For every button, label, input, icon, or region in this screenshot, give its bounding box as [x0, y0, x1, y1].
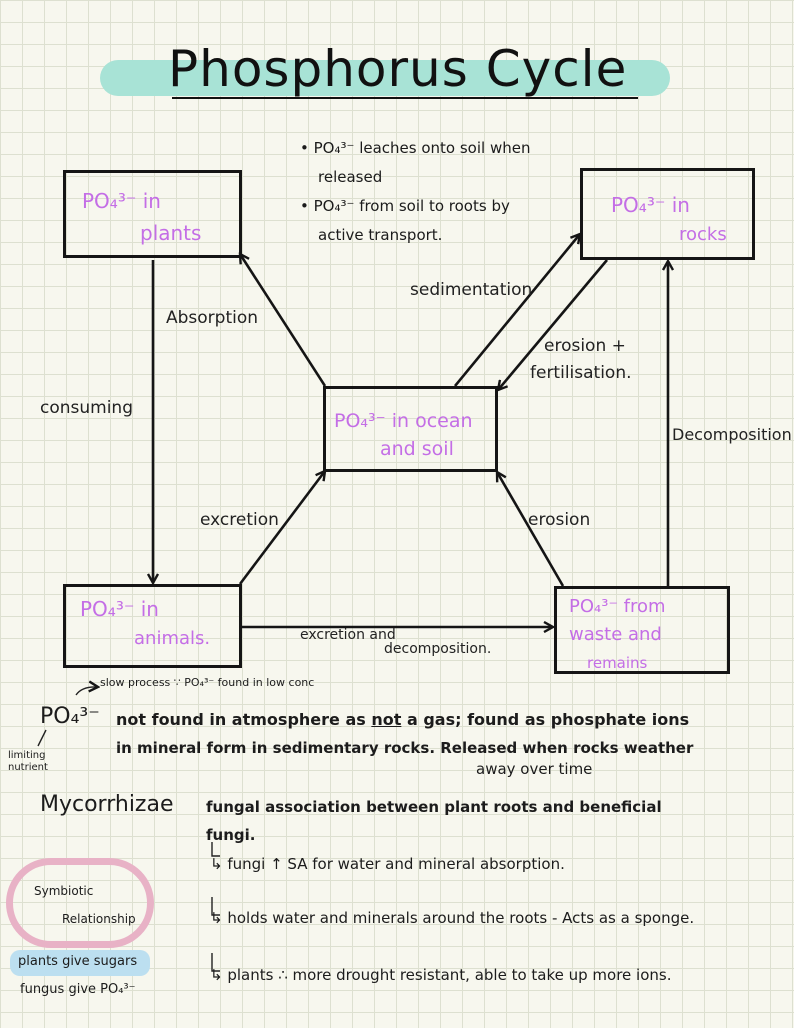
note-not: not	[371, 710, 402, 729]
label-relationship: Relationship	[62, 912, 136, 926]
myco-definition-2: fungi.	[206, 826, 256, 844]
box-waste-line1: PO₄³⁻ from	[569, 596, 666, 617]
box-plants-line1: PO₄³⁻ in	[82, 189, 161, 213]
label-erosion-fert-2: fertilisation.	[530, 363, 632, 383]
note-line-1: not found in atmosphere as not a gas; fo…	[116, 710, 689, 729]
note-po4: PO₄³⁻	[40, 704, 100, 729]
title-underline	[172, 97, 638, 99]
box-ocean-soil: PO₄³⁻ in ocean and soil	[323, 386, 498, 472]
label-excretion-decomp-2: decomposition.	[384, 641, 492, 657]
box-waste: PO₄³⁻ from waste and remains	[554, 586, 730, 674]
label-excretion: excretion	[200, 510, 279, 530]
label-decomposition: Decomposition	[672, 425, 792, 444]
note-limiting: limiting	[8, 750, 46, 761]
plants-highlight	[10, 950, 150, 976]
box-plants-line2: plants	[140, 221, 202, 245]
bullet-1-cont: released	[318, 168, 383, 186]
myco-point-2: ↳ holds water and minerals around the ro…	[210, 909, 695, 927]
box-rocks-line1: PO₄³⁻ in	[611, 193, 690, 217]
note-line-1a: not found in atmosphere as	[116, 710, 366, 729]
myco-definition-1: fungal association between plant roots a…	[206, 798, 662, 816]
bullet-notes: • PO₄³⁻ leaches onto soil when released …	[300, 134, 530, 250]
bullet-1: • PO₄³⁻ leaches onto soil when	[300, 139, 531, 157]
label-plants-give: plants give sugars	[18, 954, 138, 969]
arrow-erosion-fertilisation	[498, 259, 608, 390]
arrow-excretion	[238, 471, 325, 585]
heading-mycorrhizae: Mycorrhizae	[40, 792, 174, 817]
label-sedimentation: sedimentation	[410, 280, 533, 300]
limiting-arrow	[37, 729, 47, 747]
arrow-erosion	[497, 472, 565, 587]
bullet-arrow-2	[211, 897, 220, 916]
slow-process-arrow	[75, 687, 98, 696]
title-highlight	[100, 60, 670, 96]
bullet-2: • PO₄³⁻ from soil to roots by	[300, 197, 510, 215]
box-ocean-line1: PO₄³⁻ in ocean	[334, 410, 473, 432]
box-animals: PO₄³⁻ in animals.	[63, 584, 242, 668]
box-plants: PO₄³⁻ in plants	[63, 170, 242, 258]
bullet-2-cont: active transport.	[318, 226, 443, 244]
arrow-sedimentation	[453, 234, 580, 387]
box-animals-line2: animals.	[134, 628, 211, 649]
box-animals-line1: PO₄³⁻ in	[80, 597, 159, 621]
bullet-arrow-1	[211, 842, 220, 857]
label-excretion-decomp-1: excretion and	[300, 627, 396, 643]
note-slow-process: slow process ∵ PO₄³⁻ found in low conc	[100, 676, 315, 689]
box-waste-line3: remains	[587, 654, 648, 672]
box-rocks: PO₄³⁻ in rocks	[580, 168, 755, 260]
note-line-2: in mineral form in sedimentary rocks. Re…	[116, 739, 694, 757]
page-title: Phosphorus Cycle	[168, 40, 628, 98]
symbiotic-cloud	[6, 858, 154, 948]
label-erosion: erosion	[528, 510, 591, 530]
bullet-arrow-3	[211, 953, 220, 972]
note-line-1b: a gas; found as phosphate ions	[406, 710, 690, 729]
note-nutrient: nutrient	[8, 762, 48, 773]
myco-point-1: ↳ fungi ↑ SA for water and mineral absor…	[210, 855, 565, 873]
label-consuming: consuming	[40, 398, 134, 418]
box-ocean-line2: and soil	[380, 438, 454, 460]
label-absorption: Absorption	[166, 308, 259, 328]
arrow-absorption	[240, 254, 327, 387]
box-rocks-line2: rocks	[679, 224, 727, 245]
label-symbiotic: Symbiotic	[34, 884, 94, 898]
label-fungus-give: fungus give PO₄³⁻	[20, 982, 136, 997]
myco-point-3: ↳ plants ∴ more drought resistant, able …	[210, 966, 672, 984]
note-line-3: away over time	[476, 760, 593, 778]
box-waste-line2: waste and	[569, 624, 662, 645]
label-erosion-fert-1: erosion +	[544, 336, 626, 356]
